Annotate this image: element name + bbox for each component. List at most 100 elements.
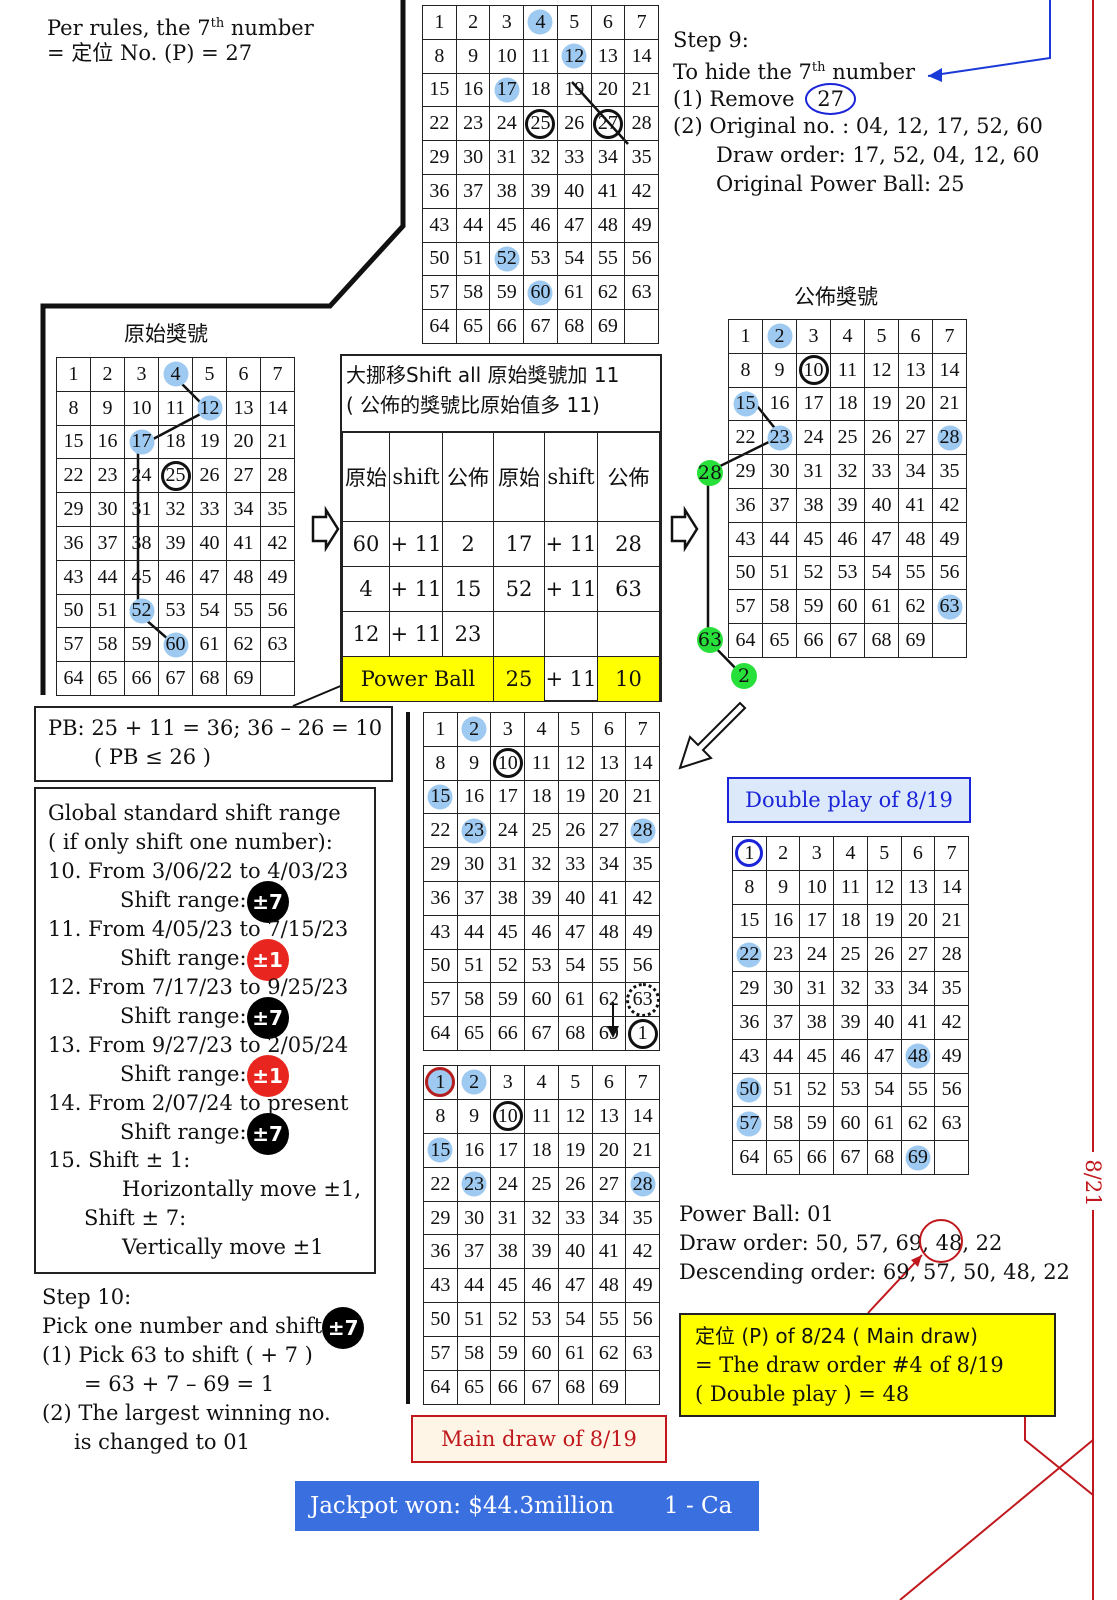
grid-cell: 18	[159, 425, 193, 460]
grid-cell: 2	[457, 1066, 492, 1100]
grid-cell: 18	[524, 73, 558, 108]
grid-cell: 10	[800, 870, 835, 905]
grid-cell: 13	[227, 391, 261, 426]
grid-cell: 53	[834, 1073, 868, 1108]
grid-cell: 13	[592, 1099, 627, 1134]
grid-cell-blank	[625, 310, 659, 344]
grid-cell: 49	[933, 522, 967, 557]
grid-cell: 20	[901, 904, 936, 939]
diagonal-arrow	[678, 701, 747, 770]
grid-cell: 58	[456, 276, 491, 311]
grid-cell: 58	[457, 983, 492, 1018]
grid-cell: 59	[491, 983, 526, 1018]
grid-cell: 54	[558, 949, 593, 984]
grid-cell: 7	[626, 1066, 660, 1100]
grid-cell: 8	[424, 746, 458, 781]
grid-cell: 39	[159, 526, 193, 561]
pb-orig-cell: 25	[493, 656, 545, 702]
grid-cell: 42	[626, 1235, 660, 1270]
grid-cell: 27	[592, 1167, 627, 1202]
grid-cell: 9	[91, 391, 125, 426]
grid-cell: 45	[491, 915, 526, 950]
cell-p1: 2	[442, 521, 494, 567]
grid-cell: 37	[457, 881, 492, 916]
grid-cell: 62	[901, 1107, 936, 1142]
grid-cell: 35	[935, 972, 969, 1006]
step9-original-pb: Original Power Ball: 25	[716, 172, 965, 196]
grid-cell: 12	[558, 746, 593, 781]
grid-cell: 7	[935, 837, 969, 871]
grid-cell: 69	[592, 1371, 627, 1405]
cell-o1: 12	[342, 611, 390, 657]
grid-cell: 54	[193, 594, 227, 629]
grid-cell: 2	[766, 837, 801, 871]
grid-cell: 29	[424, 1201, 458, 1236]
pb-line-2: ( PB ≤ 26 )	[94, 745, 211, 769]
grid-cell: 18	[831, 387, 865, 422]
grid-cell: 3	[125, 358, 159, 392]
cell-s2: + 11	[544, 566, 598, 612]
grid-cell: 22	[733, 938, 767, 973]
grid-cell: 63	[935, 1107, 969, 1142]
grid-cell: 51	[456, 242, 491, 277]
grid-cell: 31	[800, 972, 835, 1006]
grid-cell: 11	[159, 391, 193, 426]
grid-cell: 20	[592, 1133, 627, 1168]
grid-cell: 3	[491, 713, 526, 747]
grid-cell: 37	[456, 174, 491, 209]
step9-remove: (1) Remove 27	[673, 83, 856, 115]
grid-cell: 50	[423, 242, 457, 277]
grid-cell: 26	[193, 459, 227, 494]
grid-cell: 32	[834, 972, 868, 1006]
grid-cell: 9	[456, 39, 491, 74]
grid-cell: 1	[424, 1066, 458, 1100]
grid-cell: 49	[935, 1039, 969, 1074]
grid-cell: 56	[935, 1073, 969, 1108]
grid-cell: 31	[491, 1201, 526, 1236]
grid-cell: 11	[524, 39, 558, 74]
grid-cell: 22	[424, 814, 458, 849]
grid-cell: 45	[491, 1269, 526, 1304]
grid-cell: 34	[592, 1201, 627, 1236]
grid-cell: 63	[625, 276, 659, 311]
jackpot-label: Jackpot won: $44.3million	[310, 1493, 615, 1519]
circle-48-highlight	[919, 1219, 963, 1263]
grid-cell: 6	[901, 837, 936, 871]
grid-cell: 44	[457, 915, 492, 950]
grid-cell: 52	[490, 242, 525, 277]
blue-arrowhead	[928, 68, 942, 82]
grid-cell: 38	[797, 488, 831, 523]
grid-cell: 11	[525, 746, 559, 781]
grid-cell: 16	[763, 387, 797, 422]
grid-cell: 15	[57, 425, 91, 460]
grid-cell: 7	[261, 358, 295, 392]
grid-cell: 15	[729, 387, 763, 422]
grid-cell: 51	[91, 594, 125, 629]
grid-cell: 30	[91, 493, 125, 527]
grid-cell: 60	[831, 590, 865, 625]
cell-s1: + 11	[389, 521, 443, 567]
grid-cell: 34	[901, 972, 936, 1006]
grid-cell: 41	[901, 1005, 936, 1040]
grid-cell: 49	[625, 208, 659, 243]
yellow-note-box: 定位 (P) of 8/24 ( Main draw) = The draw o…	[679, 1313, 1056, 1417]
grid-cell: 60	[525, 1337, 559, 1372]
grid-cell: 8	[423, 39, 457, 74]
grid-cell: 57	[423, 276, 457, 311]
grid-cell: 2	[457, 713, 492, 747]
grid-cell: 61	[193, 628, 227, 663]
shift-header-1: 大挪移Shift all 原始獎號加 11	[346, 363, 620, 387]
descending-order-text: Descending order: 69, 57, 50, 48, 22	[679, 1260, 1070, 1284]
grid-cell: 11	[525, 1099, 559, 1134]
grid-cell: 48	[899, 522, 933, 557]
grid-cell: 37	[766, 1005, 801, 1040]
down-arrowhead	[607, 1026, 619, 1038]
grid-cell: 24	[490, 107, 525, 142]
grid-cell: 64	[423, 310, 457, 344]
grid-cell: 25	[159, 459, 193, 494]
grid-cell: 36	[729, 488, 763, 523]
grid-cell: 15	[423, 73, 457, 108]
grid-cell: 55	[899, 556, 933, 591]
